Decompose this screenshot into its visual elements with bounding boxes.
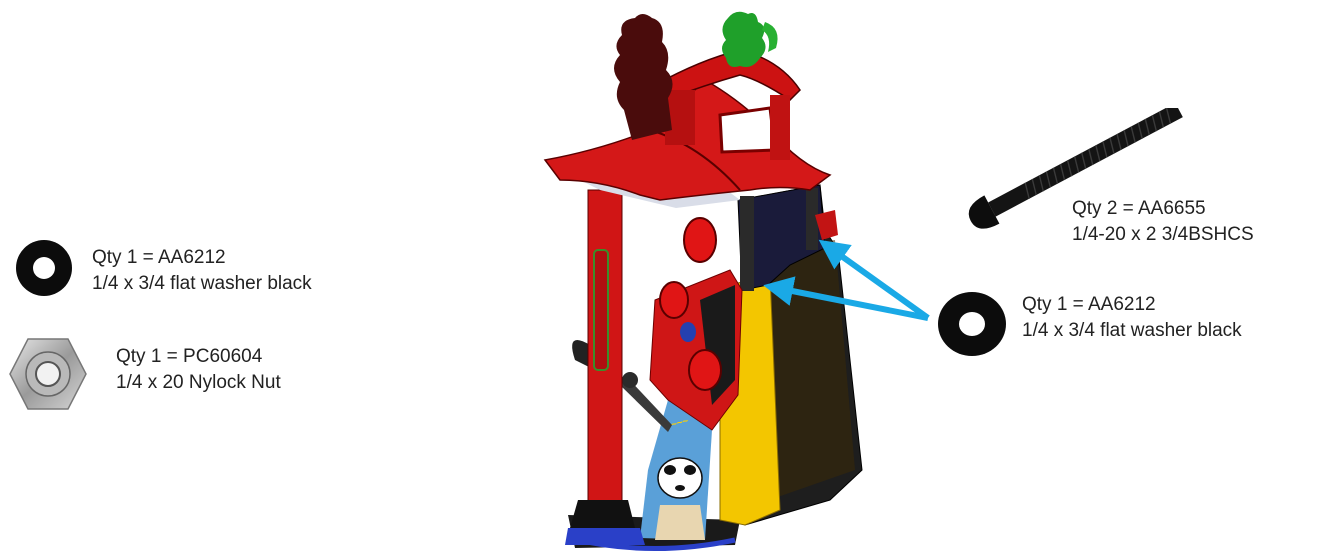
callout-arrows — [0, 0, 1321, 552]
